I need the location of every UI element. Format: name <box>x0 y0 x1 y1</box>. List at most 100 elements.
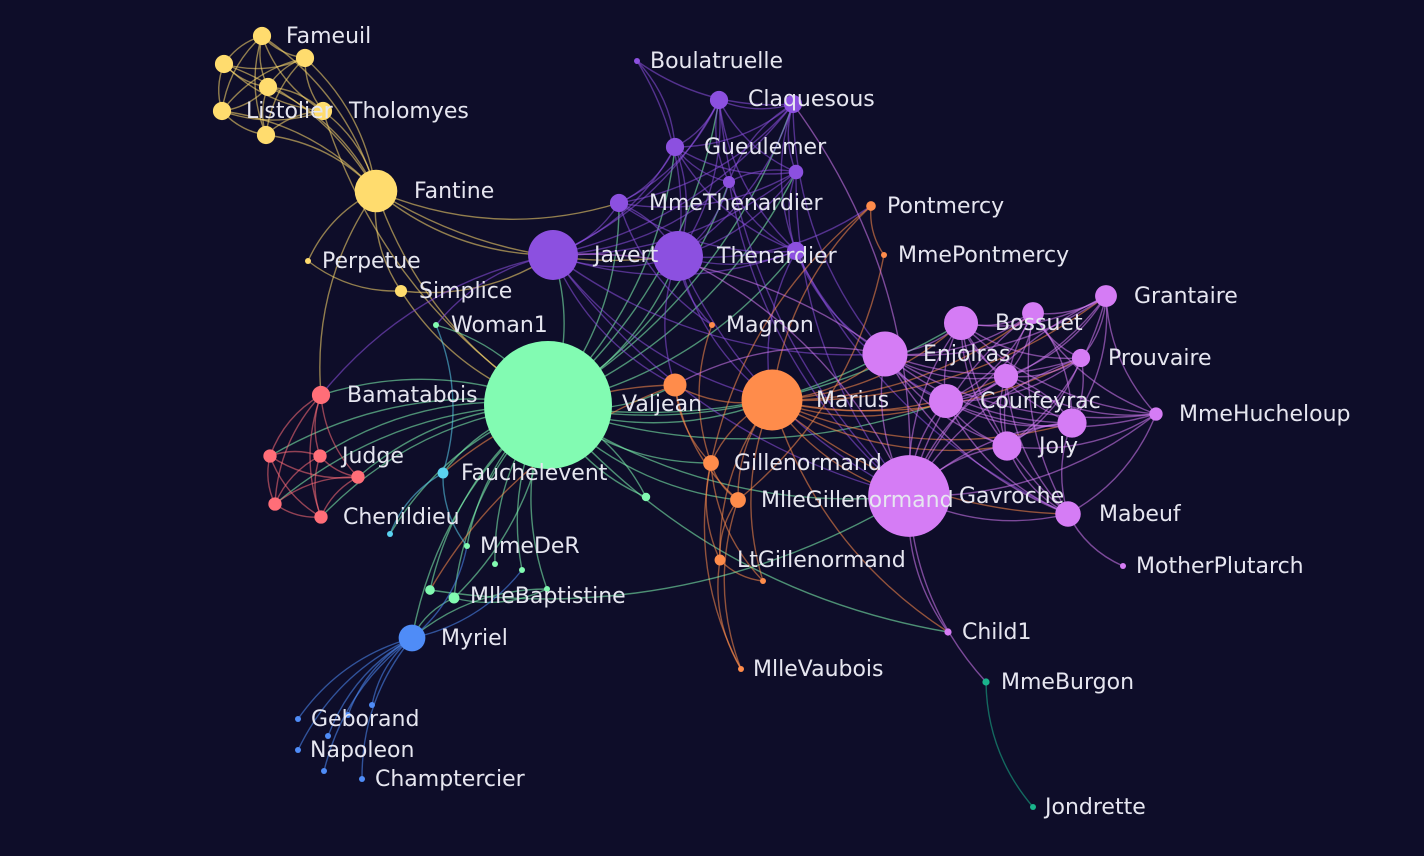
node-claquesous[interactable] <box>783 94 803 114</box>
node-mmeburgon[interactable] <box>982 678 990 686</box>
label-joly: Joly <box>1037 434 1078 459</box>
node-enjolras[interactable] <box>862 331 908 377</box>
node-perpetue[interactable] <box>305 258 311 264</box>
node-cochepaille[interactable] <box>268 497 282 511</box>
node-ltgillenormand[interactable] <box>714 554 726 566</box>
node-eponine[interactable] <box>786 241 806 261</box>
node-chenildieu[interactable] <box>314 510 328 524</box>
node-motherplutarch[interactable] <box>1120 563 1126 569</box>
node-countessdelo[interactable] <box>325 733 331 739</box>
node-myriel[interactable] <box>398 624 426 652</box>
node-cravatte[interactable] <box>321 768 327 774</box>
edge-favourite-tholomyes <box>223 63 324 112</box>
label-mabeuf: Mabeuf <box>1099 502 1182 527</box>
node-mllebaptistine[interactable] <box>448 592 460 604</box>
node-geborand[interactable] <box>295 716 301 722</box>
node-fantine[interactable] <box>354 169 398 213</box>
node-gillenormand[interactable] <box>703 455 719 471</box>
label-simplice: Simplice <box>419 279 512 304</box>
node-babet[interactable] <box>709 90 729 110</box>
edge-fauchelevent-scaufflaire <box>389 472 444 535</box>
edge-fantine-favourite <box>223 63 377 192</box>
node-gavroche[interactable] <box>868 455 950 537</box>
node-mmethenardier[interactable] <box>609 193 629 213</box>
node-mmehucheloup[interactable] <box>1149 407 1163 421</box>
edge-javert-gavroche <box>552 254 910 497</box>
node-mmeder[interactable] <box>464 543 470 549</box>
node-champmathieu[interactable] <box>263 449 277 463</box>
node-thenardier[interactable] <box>653 231 703 281</box>
edge-bahorel-mabeuf <box>1027 312 1069 515</box>
node-woman2[interactable] <box>425 585 435 595</box>
node-montparnasse[interactable] <box>788 164 804 180</box>
edge-courfeyrac-mmehucheloup <box>945 400 1157 428</box>
edge-bossuet-mmehucheloup <box>960 322 1157 415</box>
node-zephine[interactable] <box>256 125 276 145</box>
node-mabeuf[interactable] <box>1055 501 1081 527</box>
edge-fauchelevent-mmeder <box>442 472 468 547</box>
node-gueulemer[interactable] <box>665 137 685 157</box>
edge-perpetue-simplice <box>307 260 402 292</box>
node-dahlia[interactable] <box>258 77 278 97</box>
node-napoleon[interactable] <box>295 747 301 753</box>
node-baronesst[interactable] <box>760 578 766 584</box>
edge-babet-montparnasse <box>718 99 797 173</box>
edge-marius-child1 <box>771 399 949 633</box>
node-valjean[interactable] <box>663 373 687 397</box>
node-listolier[interactable] <box>212 101 232 121</box>
node-center[interactable] <box>484 341 612 469</box>
node-labarre[interactable] <box>492 561 498 567</box>
node-javert[interactable] <box>528 230 578 280</box>
node-mllevaubois[interactable] <box>738 666 744 672</box>
node-judge[interactable] <box>313 449 327 463</box>
node-jondrette[interactable] <box>1030 804 1036 810</box>
edge-mmethenardier-magnon <box>618 202 713 326</box>
node-bossuet[interactable] <box>943 305 979 341</box>
label-chenildieu: Chenildieu <box>343 505 460 530</box>
node-blacheville[interactable] <box>295 48 315 68</box>
node-isabeau[interactable] <box>641 492 651 502</box>
node-tholomyes[interactable] <box>313 101 333 121</box>
node-joly[interactable] <box>992 431 1022 461</box>
node-simplice[interactable] <box>394 284 408 298</box>
node-boulatruelle[interactable] <box>634 58 640 64</box>
node-brujon[interactable] <box>722 175 736 189</box>
node-courfeyrac[interactable] <box>928 383 964 419</box>
label-pontmercy: Pontmercy <box>887 194 1004 219</box>
label-gueulemer: Gueulemer <box>704 135 827 160</box>
node-feuilly[interactable] <box>993 363 1019 389</box>
node-magnon[interactable] <box>709 322 715 328</box>
node-brevet[interactable] <box>351 470 365 484</box>
node-bahorel[interactable] <box>1022 302 1044 324</box>
node-mmemagloire[interactable] <box>544 586 550 592</box>
edge-center-child1 <box>547 404 949 633</box>
node-champtercier[interactable] <box>359 776 365 782</box>
node-mmepontmercy[interactable] <box>881 252 887 258</box>
node-marius[interactable] <box>741 369 803 431</box>
node-prouvaire[interactable] <box>1071 348 1091 368</box>
edge-fantine-mmethenardier <box>375 190 620 220</box>
node-favourite[interactable] <box>214 54 234 74</box>
edge-grantaire-mmehucheloup <box>1105 295 1157 415</box>
edge-marius-combeferre <box>771 399 1073 441</box>
node-grantaire[interactable] <box>1095 285 1117 307</box>
node-fauchelevent[interactable] <box>437 467 449 479</box>
node-scaufflaire[interactable] <box>387 531 393 537</box>
node-fameuil[interactable] <box>252 26 272 46</box>
node-pontmercy[interactable] <box>866 201 876 211</box>
label-motherplutarch: MotherPlutarch <box>1136 554 1304 579</box>
node-combeferre[interactable] <box>1057 408 1087 438</box>
edge-javert-babet <box>552 99 720 256</box>
node-bamatabois[interactable] <box>311 385 331 405</box>
edge-joly-mmehucheloup <box>1006 413 1157 449</box>
node-child1[interactable] <box>944 628 952 636</box>
label-listolier: Listolier <box>246 99 334 124</box>
node-oldman[interactable] <box>345 712 351 718</box>
node-gervais[interactable] <box>519 567 525 573</box>
node-mllegillenormand[interactable] <box>730 492 746 508</box>
label-mmehucheloup: MmeHucheloup <box>1179 402 1351 427</box>
edge-mmemagloire-myriel <box>411 588 548 639</box>
node-woman1[interactable] <box>433 322 439 328</box>
node-count[interactable] <box>369 702 375 708</box>
